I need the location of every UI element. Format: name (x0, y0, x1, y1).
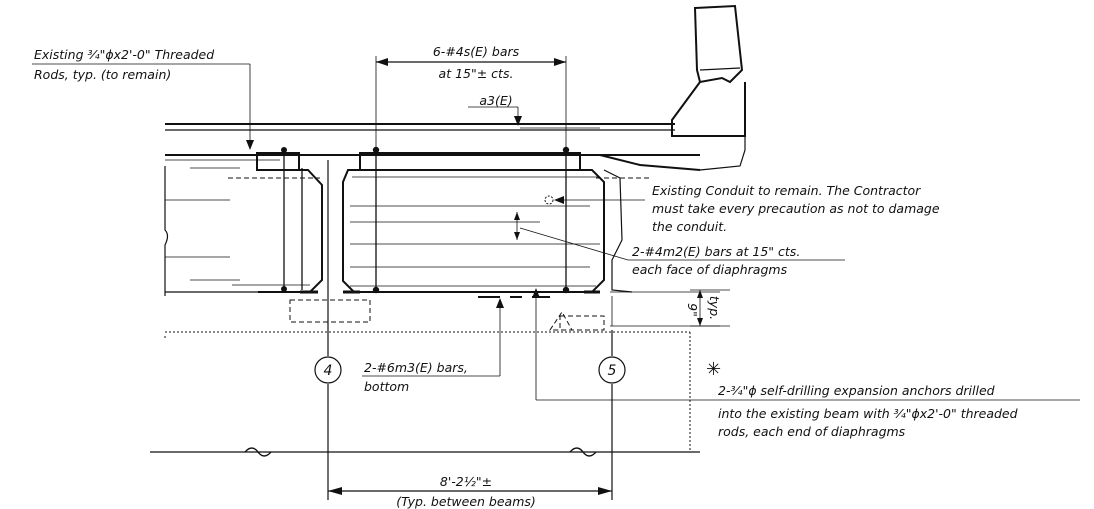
a3-callout: a3(E) (468, 93, 522, 126)
face-bars-callout: 2-#4m2(E) bars at 15" cts. each face of … (514, 212, 845, 277)
face-bars-line1: 2-#4m2(E) bars at 15" cts. (632, 244, 800, 259)
bottom-bars-line1: 2-#6m3(E) bars, (364, 360, 468, 375)
main-diaphragm (300, 146, 605, 294)
right-beam (596, 169, 720, 327)
deck-slab (165, 123, 701, 171)
dimension-value: 8'-2½"± (440, 474, 492, 489)
dimension-note: (Typ. between beams) (396, 494, 536, 509)
conduit-note-line3: the conduit. (652, 219, 727, 234)
grid-label-4: 4 (324, 363, 333, 379)
bottom-bars-callout: 2-#6m3(E) bars, bottom (362, 298, 504, 394)
left-diaphragm (228, 147, 323, 293)
anchor-note-line3: rods, each end of diaphragms (718, 424, 906, 439)
railing-barrier (671, 4, 746, 171)
anchor-note-line2: into the existing beam with ³⁄₄"ϕx2'-0" … (718, 406, 1018, 421)
face-bars-line2: each face of diaphragms (632, 262, 788, 277)
top-bars-callout: 6-#4s(E) bars at 15"± cts. (375, 44, 567, 148)
spacing-dimension: 8'-2½"± (Typ. between beams) (328, 474, 612, 509)
top-bars-note-line1: 6-#4s(E) bars (433, 44, 520, 59)
bottom-bars-line2: bottom (364, 379, 409, 394)
left-beam (164, 166, 310, 296)
grid-label-5: 5 (608, 363, 617, 379)
conduit-callout: Existing Conduit to remain. The Contract… (544, 183, 940, 234)
existing-rods-line1: Existing ³⁄₄"ϕx2'-0" Threaded (34, 47, 214, 62)
nine-inch-label: 9" (685, 303, 700, 317)
anchor-note-line1: 2-³⁄₄"ϕ self-drilling expansion anchors … (718, 383, 995, 398)
top-bars-note-line2: at 15"± cts. (439, 66, 514, 81)
ground-line (150, 447, 700, 457)
conduit-note-line2: must take every precaution as not to dam… (652, 201, 940, 216)
bearing-outlines (164, 299, 691, 452)
existing-rods-line2: Rods, typ. (to remain) (34, 67, 171, 82)
existing-rods-callout: Existing ³⁄₄"ϕx2'-0" Threaded Rods, typ.… (32, 47, 254, 150)
grid-line-4: 4 (314, 160, 342, 500)
grid-line-5: 5 (598, 330, 626, 500)
typ-label: typ. (707, 296, 722, 320)
a3-label: a3(E) (479, 93, 512, 108)
nine-inch-dimension: 9" typ. (685, 289, 730, 327)
conduit-note-line1: Existing Conduit to remain. The Contract… (652, 183, 921, 198)
asterisk-mark: ✳ (706, 359, 721, 380)
anchor-callout: ✳ 2-³⁄₄"ϕ self-drilling expansion anchor… (532, 288, 1080, 439)
